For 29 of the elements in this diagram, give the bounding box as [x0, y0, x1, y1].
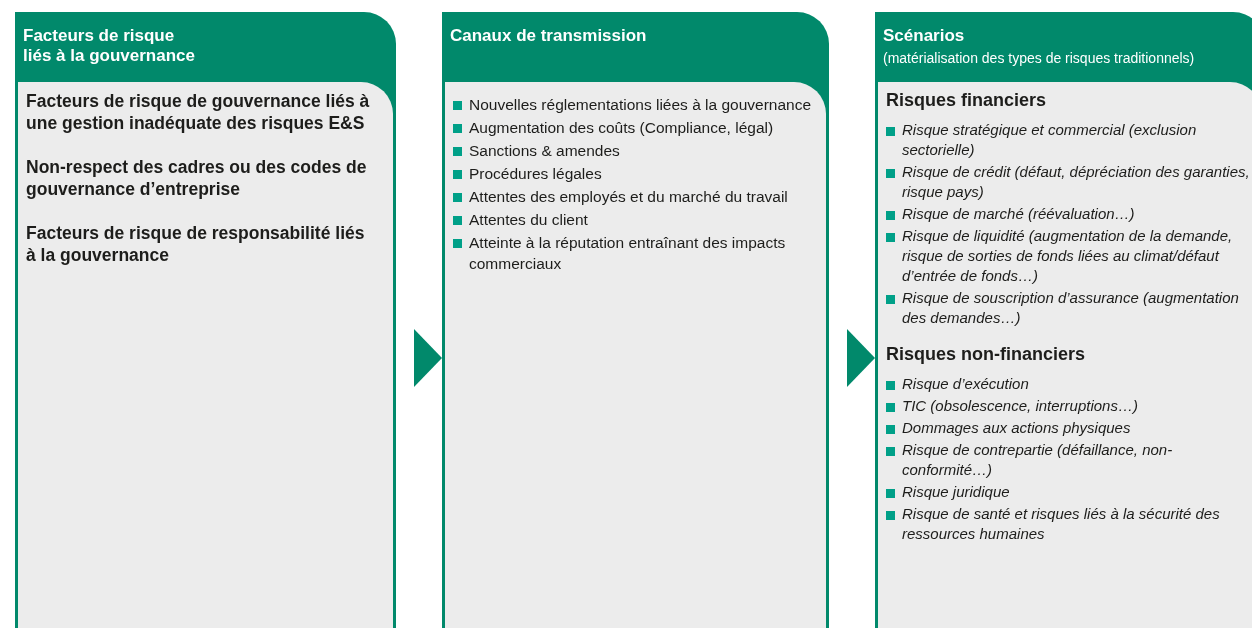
list-item-text: Attentes des employés et du marché du travail — [469, 187, 788, 207]
arrow — [847, 329, 875, 387]
section-heading: Risques financiers — [886, 89, 1048, 112]
list-item-text: Dommages aux actions physiques — [902, 418, 1131, 438]
list-item-text: Augmentation des coûts (Compliance, légal) — [469, 118, 774, 138]
risk-factor-text: Facteurs de risque de gouvernance liés à une gestion inadéquate des risques E&S — [26, 90, 371, 134]
list-item-text: Risque de santé et risques liés à la sécurité des ressources humaines — [902, 504, 1221, 544]
list-item-text: Risque juridique — [902, 482, 1010, 502]
list-item-text: TIC (obsolescence, interruptions…) — [902, 396, 1138, 416]
list-item-text: Risque de liquidité (augmentation de la demande, risque de sorties de fonds liées au climat/défaut d’entrée de fonds…) — [902, 226, 1234, 286]
panel-heading: Facteurs de risque liés à la gouvernance — [23, 26, 196, 66]
list-item-text: Attentes du client — [469, 210, 588, 230]
list-item-text: Atteinte à la réputation entraînant des impacts commerciaux — [469, 233, 787, 274]
list-item-text: Risque stratégique et commercial (exclusion sectorielle) — [902, 120, 1198, 160]
list-item-text: Risque de souscription d’assurance (augmentation des demandes…) — [902, 288, 1240, 328]
list-item-text: Risque d’exécution — [902, 374, 1029, 394]
section-heading: Risques non-financiers — [886, 343, 1087, 366]
list-item-text: Nouvelles réglementations liées à la gouvernance — [469, 95, 812, 115]
list-item-text: Risque de crédit (défaut, dépréciation des garanties, risque pays) — [902, 162, 1250, 202]
risk-factor-text: Non-respect des cadres ou des codes de gouvernance d’entreprise — [26, 156, 368, 200]
arrow — [414, 329, 442, 387]
panel-subtitle: (matérialisation des types de risques traditionnels) — [883, 49, 1196, 68]
list-item-text: Procédures légales — [469, 164, 602, 184]
list-item-text: Sanctions & amendes — [469, 141, 620, 161]
panel-heading: Canaux de transmission — [450, 26, 648, 46]
risk-factor-text: Facteurs de risque de responsabilité liés à la gouvernance — [26, 222, 366, 266]
panel-heading: Scénarios — [883, 26, 966, 46]
list-item-text: Risque de marché (réévaluation…) — [902, 204, 1135, 224]
list-item-text: Risque de contrepartie (défaillance, non-conformité…) — [902, 440, 1174, 480]
